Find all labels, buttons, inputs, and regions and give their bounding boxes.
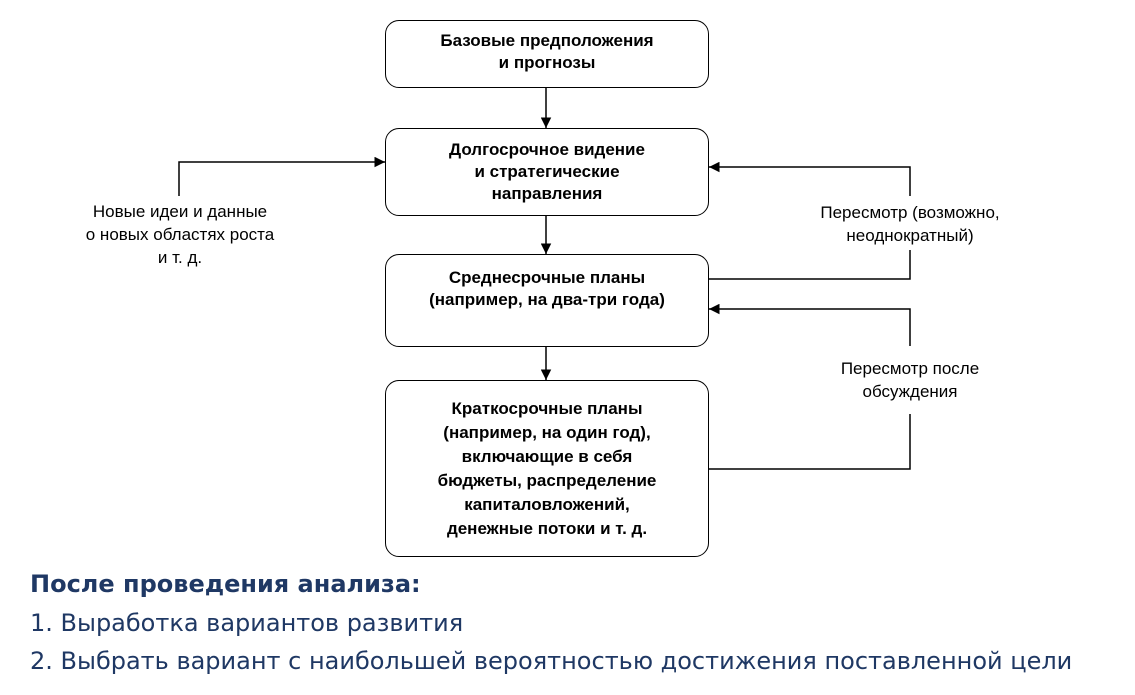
arrow-revision-to-longterm: [709, 250, 911, 280]
box-base-line1: Базовые предположения: [440, 31, 654, 50]
box-longterm-line3: направления: [491, 184, 603, 203]
note-revision-after-line1: Пересмотр после: [840, 359, 980, 378]
note-new-ideas: Новые идеи и данные о новых областях рос…: [30, 200, 330, 269]
box-shortterm-line1: Краткосрочные планы: [451, 399, 643, 418]
note-revision-line2: неоднократный): [846, 226, 974, 245]
analysis-heading: После проведения анализа:: [30, 570, 421, 598]
box-shortterm-line5: капиталовложений,: [464, 495, 630, 514]
note-revision-line1: Пересмотр (возможно,: [820, 203, 1000, 222]
note-revision-after-discussion: Пересмотр после обсуждения: [785, 357, 1035, 403]
box-midterm-line2: (например, на два-три года): [429, 290, 665, 309]
arrow-new-ideas-to-longterm: [178, 156, 385, 196]
box-shortterm-line2: (например, на один год),: [443, 423, 651, 442]
box-longterm-line2: и стратегические: [474, 162, 620, 181]
box-shortterm-line4: бюджеты, распределение: [437, 471, 657, 490]
analysis-item-1: 1. Выработка вариантов развития: [30, 609, 464, 637]
box-shortterm-plans: Краткосрочные планы (например, на один г…: [385, 380, 709, 557]
note-new-ideas-line1: Новые идеи и данные: [92, 202, 268, 221]
box-midterm-line1: Среднесрочные планы: [448, 268, 646, 287]
note-revision-after-line2: обсуждения: [862, 382, 958, 401]
arrow-revision-to-longterm-upper: [709, 161, 911, 196]
arrow-revision-after-lower: [709, 414, 911, 470]
arrow-revision-after-to-midterm: [709, 303, 911, 346]
box-base-line2: и прогнозы: [498, 53, 596, 72]
analysis-item-2: 2. Выбрать вариант с наибольшей вероятно…: [30, 647, 1073, 675]
note-revision: Пересмотр (возможно, неоднократный): [785, 201, 1035, 247]
connector-lines: [178, 88, 911, 470]
note-new-ideas-line3: и т. д.: [157, 248, 203, 267]
box-shortterm-line3: включающие в себя: [461, 447, 633, 466]
box-longterm-vision: Долгосрочное видение и стратегические на…: [385, 128, 709, 216]
box-midterm-plans: Среднесрочные планы (например, на два-тр…: [385, 254, 709, 347]
note-new-ideas-line2: о новых областях роста: [85, 225, 275, 244]
box-longterm-line1: Долгосрочное видение: [449, 140, 645, 159]
box-shortterm-line6: денежные потоки и т. д.: [446, 519, 648, 538]
box-base-assumptions: Базовые предположения и прогнозы: [385, 20, 709, 88]
